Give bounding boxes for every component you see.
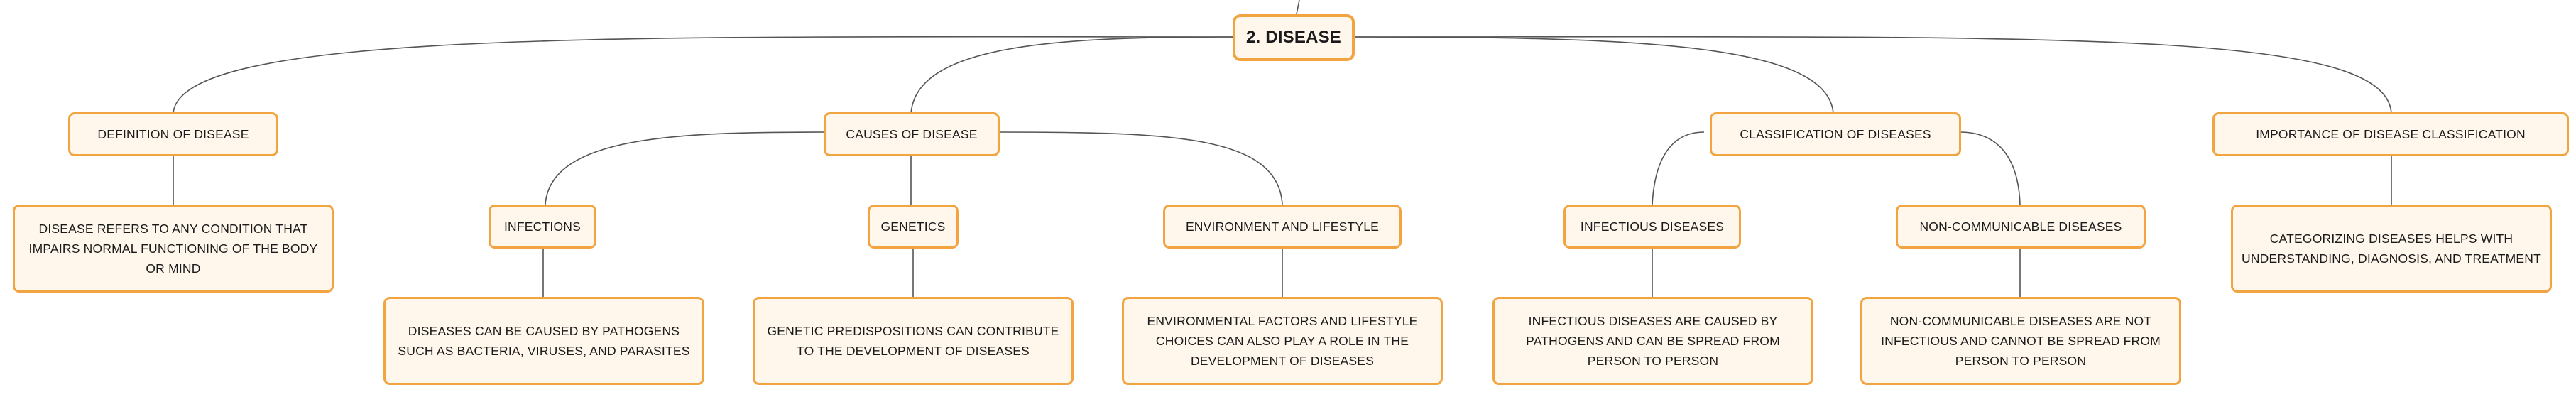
branch-definition-of-disease[interactable]: DEFINITION OF DISEASE [68,112,278,156]
connector-from-parent [1296,0,1300,15]
cause-infections[interactable]: INFECTIONS [489,205,596,249]
connector-causes-infections [545,131,826,205]
branch-causes-of-disease[interactable]: CAUSES OF DISEASE [824,112,1000,156]
root-node[interactable]: 2. DISEASE [1233,14,1355,61]
infections-detail[interactable]: DISEASES CAN BE CAUSED BY PATHOGENS SUCH… [383,297,704,385]
connector-causes-environment [997,131,1283,205]
infectious-diseases-detail[interactable]: INFECTIOUS DISEASES ARE CAUSED BY PATHOG… [1492,297,1813,385]
definition-leaf[interactable]: DISEASE REFERS TO ANY CONDITION THAT IMP… [13,205,334,293]
importance-leaf[interactable]: CATEGORIZING DISEASES HELPS WITH UNDERST… [2231,205,2552,293]
branch-classification-of-diseases[interactable]: CLASSIFICATION OF DISEASES [1710,112,1961,156]
branch-importance-of-disease-classification[interactable]: IMPORTANCE OF DISEASE CLASSIFICATION [2212,112,2569,156]
class-infectious-diseases[interactable]: INFECTIOUS DISEASES [1563,205,1741,249]
cause-environment-and-lifestyle[interactable]: ENVIRONMENT AND LIFESTYLE [1163,205,1402,249]
connector-classification-noncommunicable [1959,131,2021,205]
connector-classification-infectious [1652,131,1705,205]
environment-detail[interactable]: ENVIRONMENTAL FACTORS AND LIFESTYLE CHOI… [1122,297,1443,385]
connector-root-importance [1351,36,2392,114]
connector-root-definition [173,36,1236,114]
connector-root-causes [910,36,1236,114]
connector-root-classification [1351,36,1834,114]
genetics-detail[interactable]: GENETIC PREDISPOSITIONS CAN CONTRIBUTE T… [753,297,1074,385]
non-communicable-diseases-detail[interactable]: NON-COMMUNICABLE DISEASES ARE NOT INFECT… [1860,297,2181,385]
cause-genetics[interactable]: GENETICS [868,205,959,249]
class-non-communicable-diseases[interactable]: NON-COMMUNICABLE DISEASES [1896,205,2146,249]
